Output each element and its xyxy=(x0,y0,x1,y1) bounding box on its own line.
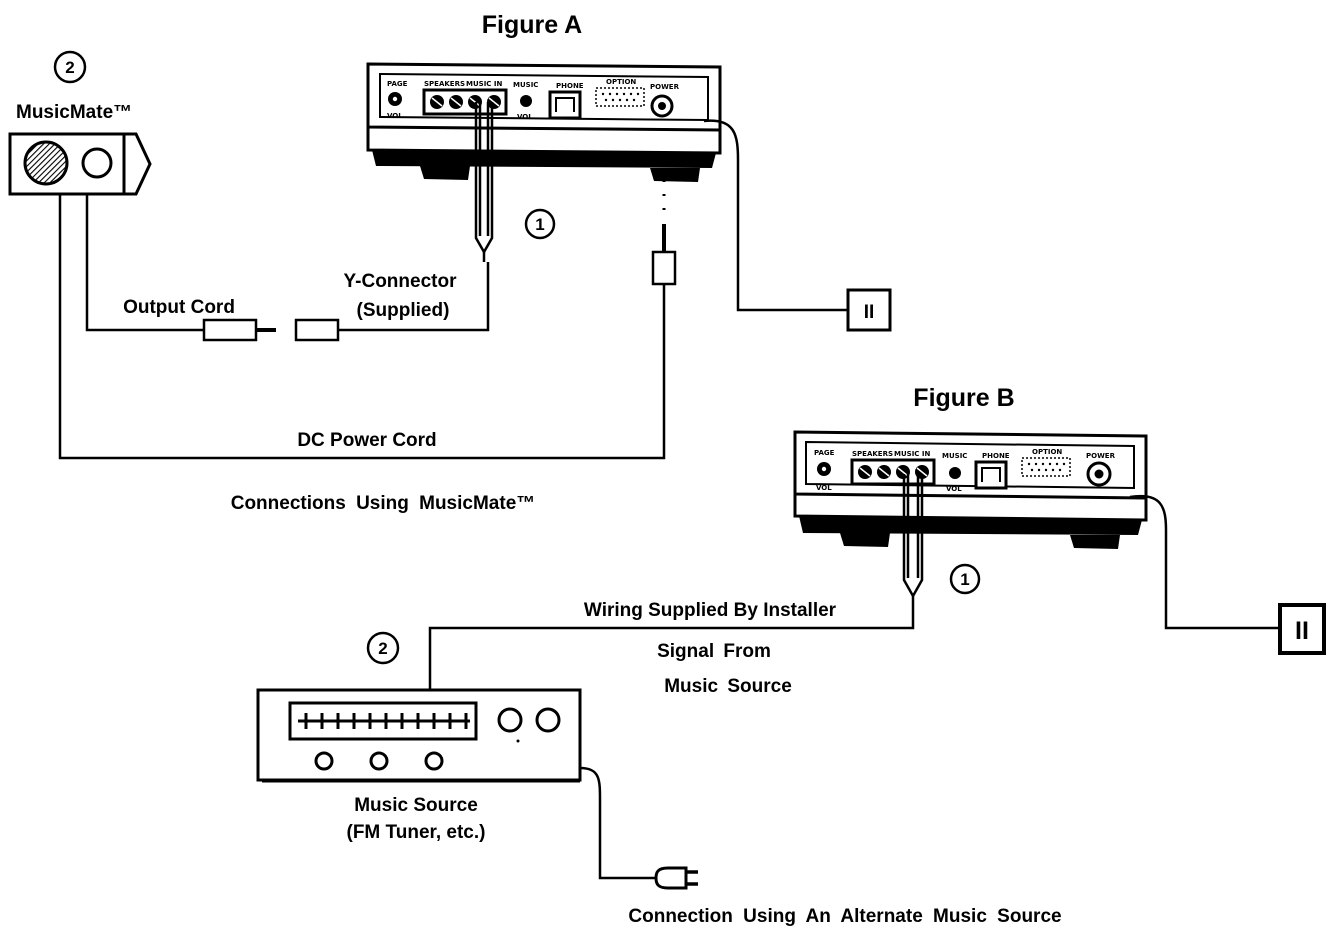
ac-power-wire-b xyxy=(1129,494,1280,630)
option-port-icon xyxy=(595,87,645,107)
tuner-button-icon xyxy=(369,751,389,771)
panel-label-page: PAGE xyxy=(387,80,408,88)
y-connector-wire xyxy=(338,262,490,332)
svg-text:2: 2 xyxy=(65,58,74,77)
tuner-power-cord xyxy=(579,766,664,880)
svg-text:2: 2 xyxy=(378,639,387,658)
panel-label-phone-b: PHONE xyxy=(982,452,1010,460)
musicmate-label: MusicMate™ xyxy=(16,102,132,123)
panel-label-power-b: POWER xyxy=(1086,452,1116,460)
wall-outlet-b-icon: II xyxy=(1278,603,1326,655)
installer-wiring xyxy=(428,606,915,690)
panel-label-speakers: SPEAKERS xyxy=(424,80,465,88)
figure-a-caption: Connections Using MusicMate™ xyxy=(231,493,536,514)
svg-text:II: II xyxy=(864,302,875,323)
svg-text:1: 1 xyxy=(960,570,969,589)
panel-label-speakers-b: SPEAKERS xyxy=(852,450,893,458)
page-jack-icon xyxy=(388,92,402,106)
music-source-label: Music Source xyxy=(354,795,478,816)
panel-label-vol-a1: VOL xyxy=(387,112,403,120)
panel-label-music: MUSIC xyxy=(513,81,538,89)
y-connector-supplied-label: (Supplied) xyxy=(357,300,450,321)
figure-b-caption: Connection Using An Alternate Music Sour… xyxy=(628,906,1061,927)
fm-tuner-label: (FM Tuner, etc.) xyxy=(347,822,486,843)
tuner-button-icon xyxy=(424,751,444,771)
figure-a-title: Figure A xyxy=(482,11,582,39)
phone-jack-icon xyxy=(548,90,582,120)
panel-label-vol-b1: VOL xyxy=(816,484,832,492)
terminal-block-icon xyxy=(850,458,936,486)
svg-text:1: 1 xyxy=(535,215,544,234)
output-cord-label: Output Cord xyxy=(123,297,235,318)
power-jack-icon xyxy=(650,94,674,118)
panel-label-vol-a2: VOL xyxy=(517,113,533,121)
ac-plug-icon xyxy=(654,866,698,890)
figure-a: Figure A PAGE VOL xyxy=(8,11,892,514)
music-volume-knob-icon xyxy=(520,95,532,107)
tuner-knob-icon xyxy=(535,707,561,733)
signal-wire-pair-icon xyxy=(902,474,924,606)
y-connector-label: Y-Connector xyxy=(344,271,458,292)
page-unit-b: PAGE VOL SPEAKERS MUSIC IN MUSIC VOL xyxy=(793,430,1148,549)
tuner-knob-icon xyxy=(497,707,523,733)
musicmate-knob-icon xyxy=(81,147,113,179)
power-jack-icon xyxy=(1086,461,1112,487)
dc-power-plug xyxy=(651,180,677,286)
callout-1-b: 1 xyxy=(949,563,981,595)
dc-power-cord-label: DC Power Cord xyxy=(297,430,436,451)
page-jack-icon xyxy=(817,462,831,476)
panel-label-phone: PHONE xyxy=(556,82,584,90)
speaker-grill-icon xyxy=(23,140,69,186)
wall-outlet-a-icon: II xyxy=(846,288,892,332)
ac-power-wire-a xyxy=(703,119,848,312)
svg-text:II: II xyxy=(1295,617,1309,645)
panel-label-music-in: MUSIC IN xyxy=(466,80,502,88)
callout-2-b: 2 xyxy=(366,631,400,665)
fm-tuner-device xyxy=(256,688,582,783)
signal-from-label: Signal From xyxy=(657,641,771,662)
panel-label-power: POWER xyxy=(650,83,680,91)
terminal-block-icon xyxy=(422,88,508,116)
panel-label-option: OPTION xyxy=(606,78,636,86)
installer-wiring-label: Wiring Supplied By Installer xyxy=(584,600,837,621)
figure-b: Figure B PAGE VOL xyxy=(256,384,1326,927)
panel-label-page-b: PAGE xyxy=(814,449,835,457)
option-port-icon xyxy=(1021,457,1071,477)
tuner-button-icon xyxy=(314,751,334,771)
figure-b-title: Figure B xyxy=(913,384,1014,412)
callout-1-a: 1 xyxy=(524,208,556,240)
output-cord-plug xyxy=(202,318,258,342)
musicmate-device xyxy=(8,132,152,196)
output-cord-wire xyxy=(85,195,204,332)
panel-label-option-b: OPTION xyxy=(1032,448,1062,456)
music-source-signal-label: Music Source xyxy=(664,676,792,697)
phone-jack-icon xyxy=(974,460,1008,490)
music-volume-knob-icon xyxy=(949,467,961,479)
y-connector-icon xyxy=(474,102,494,262)
panel-label-music-in-b: MUSIC IN xyxy=(894,450,930,458)
dc-power-cord-wire xyxy=(58,195,666,460)
panel-label-music-b: MUSIC xyxy=(942,452,967,460)
panel-label-vol-b2: VOL xyxy=(946,485,962,493)
page-unit-a: PAGE VOL SPEAKERS MUSIC IN MUSIC VOL xyxy=(366,62,722,182)
y-connector-plug xyxy=(294,318,340,342)
callout-2-a: 2 xyxy=(53,50,87,84)
